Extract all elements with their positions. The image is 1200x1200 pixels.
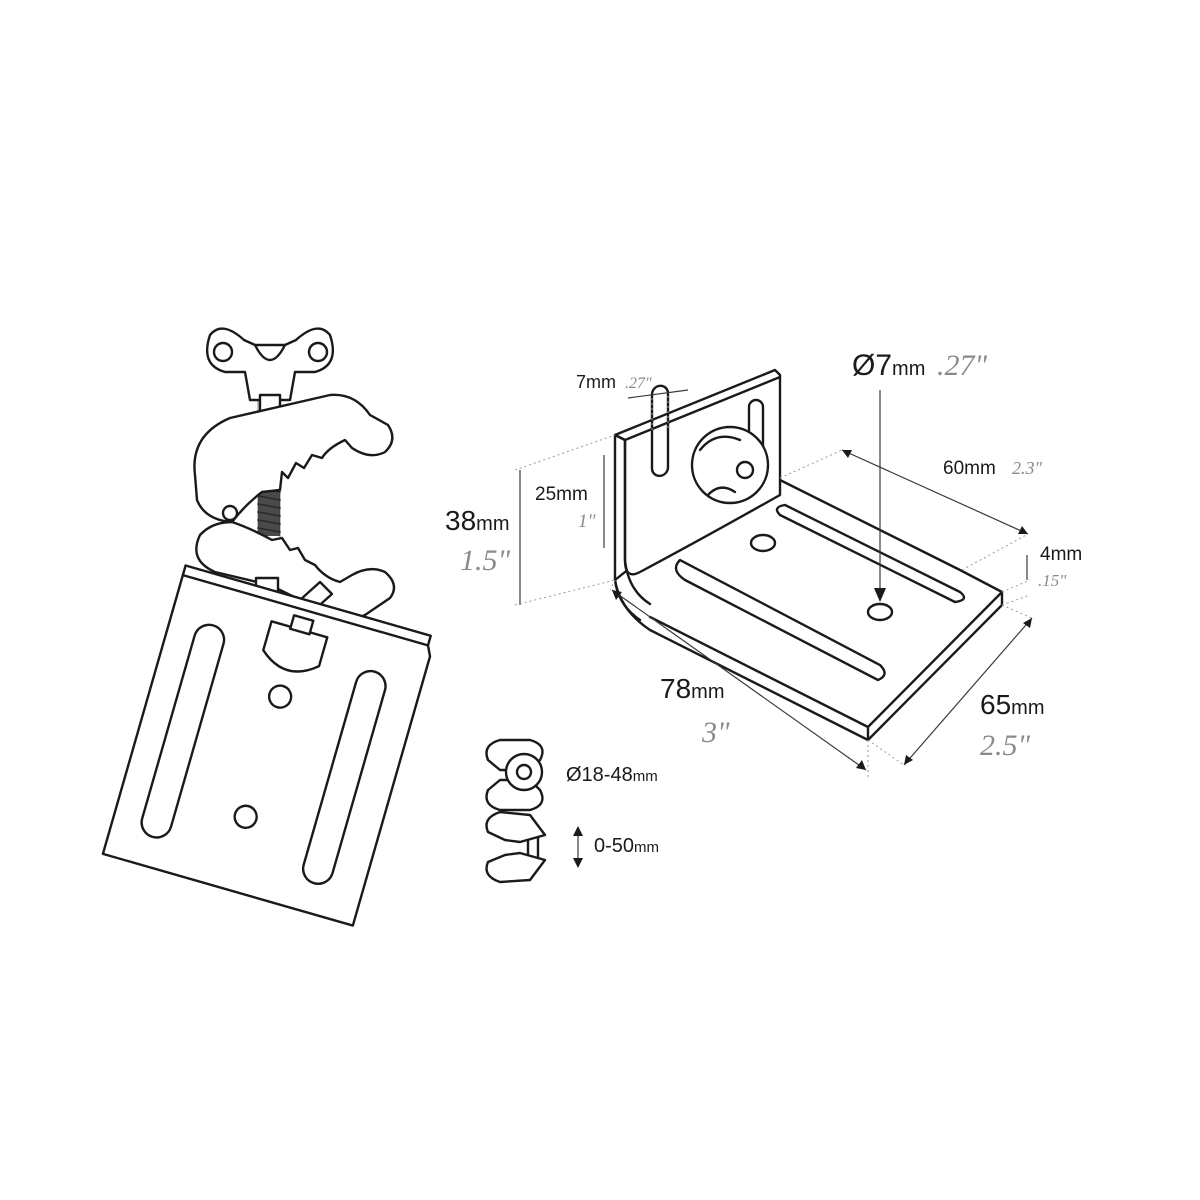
height-total-label: 38mm [445,505,509,536]
height-slot-label: 25mm [535,484,588,505]
height-slot-inch: 1" [578,511,597,532]
plate-nut [262,620,329,673]
dimension-labels: 7mm .27" Ø7mm .27" 60mm 2.3" 4mm .15" 38… [445,349,1082,857]
plate-hole-bottom [233,804,258,829]
base-slot-front [674,558,886,682]
thickness-label: 4mm [1040,544,1082,565]
flange-slot-left [650,384,670,478]
hole-diameter-label: Ø7mm [852,349,925,382]
slot-length-inch: 2.3" [1012,458,1043,478]
width-label: 65mm [980,689,1044,720]
base-hole-right [866,602,894,622]
slot-width-inch: .27" [625,375,652,392]
base-slot-back [775,503,966,604]
ball-knob-icon [690,425,770,505]
flat-clamp-icon [485,810,547,884]
clamp-assembly [101,327,432,927]
tube-range-label: Ø18-48mm [566,764,658,786]
length-label: 78mm [660,673,724,704]
plate-hole-top [267,684,293,709]
height-total-inch: 1.5" [460,544,511,577]
dimension-lines [514,389,1033,868]
base-hole-left [749,533,777,553]
plate-slot-left [140,623,226,839]
plate-slot-right [301,669,387,885]
length-inch: 3" [701,716,730,749]
width-inch: 2.5" [980,729,1031,762]
hole-diameter-inch: .27" [937,349,988,382]
l-bracket [613,368,1004,742]
upper-jaw [193,393,394,524]
slot-length-label: 60mm [943,458,996,479]
tube-clamp-icon [485,738,544,812]
flat-range-label: 0-50mm [594,835,659,857]
slot-width-label: 7mm [576,372,616,392]
thickness-inch: .15" [1038,571,1067,590]
mounting-plate [101,564,432,927]
